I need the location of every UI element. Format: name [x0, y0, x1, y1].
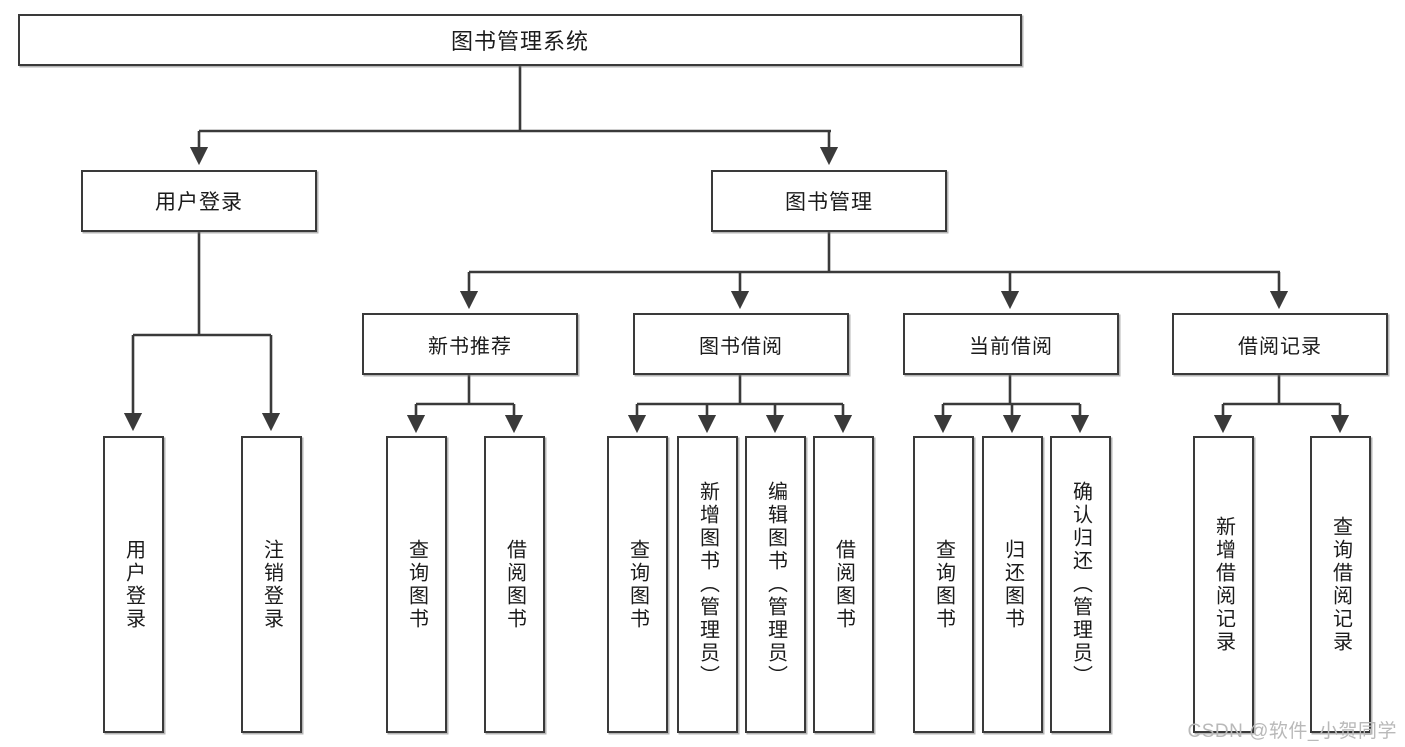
leaf-user-login-label: 用户登录 — [122, 538, 145, 631]
node-book-borrow[interactable]: 图书借阅 — [633, 313, 849, 375]
node-book-management[interactable]: 图书管理 — [711, 170, 947, 232]
node-user-login[interactable]: 用户登录 — [81, 170, 317, 232]
leaf-borrow-book[interactable]: 借阅图书 — [813, 436, 874, 733]
leaf-confirm-return-admin[interactable]: 确认归还（管理员） — [1050, 436, 1111, 733]
leaf-borrow-book-recommend-label: 借阅图书 — [503, 538, 526, 631]
leaf-add-book-admin[interactable]: 新增图书（管理员） — [677, 436, 738, 733]
leaf-logout-label: 注销登录 — [260, 538, 283, 631]
node-current-borrow[interactable]: 当前借阅 — [903, 313, 1119, 375]
node-new-book-recommend-label: 新书推荐 — [428, 335, 512, 358]
node-borrow-record[interactable]: 借阅记录 — [1172, 313, 1388, 375]
node-book-management-label: 图书管理 — [785, 191, 873, 214]
leaf-return-book[interactable]: 归还图书 — [982, 436, 1043, 733]
leaf-query-book-recommend-label: 查询图书 — [405, 538, 428, 631]
watermark: CSDN @软件_小贺同学 — [1187, 721, 1397, 742]
leaf-confirm-return-admin-label: 确认归还（管理员） — [1069, 481, 1092, 688]
leaf-edit-book-admin[interactable]: 编辑图书（管理员） — [745, 436, 806, 733]
leaf-edit-book-admin-label: 编辑图书（管理员） — [764, 481, 787, 688]
leaf-logout[interactable]: 注销登录 — [241, 436, 302, 733]
leaf-borrow-book-recommend[interactable]: 借阅图书 — [484, 436, 545, 733]
leaf-user-login[interactable]: 用户登录 — [103, 436, 164, 733]
leaf-query-borrow-record[interactable]: 查询借阅记录 — [1310, 436, 1371, 733]
leaf-query-book-recommend[interactable]: 查询图书 — [386, 436, 447, 733]
node-book-borrow-label: 图书借阅 — [699, 335, 783, 358]
leaf-query-book-current-label: 查询图书 — [932, 538, 955, 631]
leaf-query-borrow-record-label: 查询借阅记录 — [1329, 515, 1352, 654]
leaf-add-borrow-record-label: 新增借阅记录 — [1212, 515, 1235, 654]
leaf-query-book-current[interactable]: 查询图书 — [913, 436, 974, 733]
leaf-return-book-label: 归还图书 — [1001, 538, 1024, 631]
node-new-book-recommend[interactable]: 新书推荐 — [362, 313, 578, 375]
leaf-query-book-borrow-label: 查询图书 — [626, 538, 649, 631]
node-user-login-label: 用户登录 — [155, 191, 243, 214]
leaf-borrow-book-label: 借阅图书 — [832, 538, 855, 631]
node-root-label: 图书管理系统 — [450, 29, 589, 54]
node-root[interactable]: 图书管理系统 — [18, 14, 1022, 66]
leaf-add-borrow-record[interactable]: 新增借阅记录 — [1193, 436, 1254, 733]
node-borrow-record-label: 借阅记录 — [1238, 335, 1322, 358]
leaf-add-book-admin-label: 新增图书（管理员） — [696, 481, 719, 688]
leaf-query-book-borrow[interactable]: 查询图书 — [607, 436, 668, 733]
node-current-borrow-label: 当前借阅 — [969, 335, 1053, 358]
